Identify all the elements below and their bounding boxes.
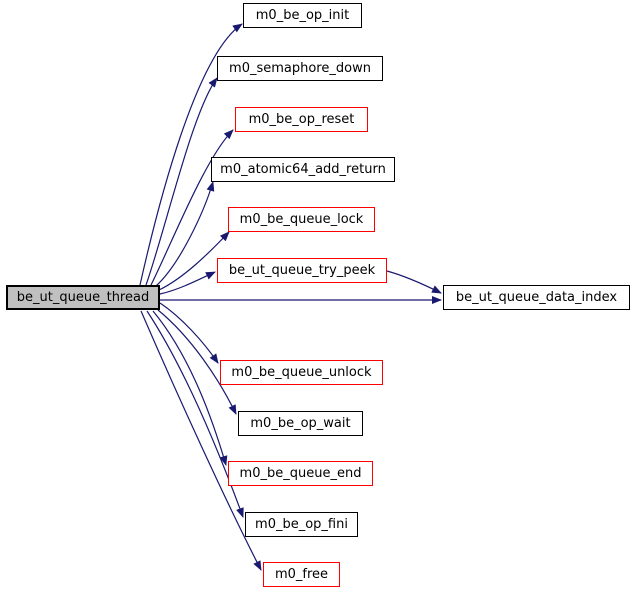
edge-be_ut_queue_thread-be_ut_queue_try_peek <box>159 271 216 295</box>
edge-be_ut_queue_thread-m0_be_queue_end <box>152 310 228 466</box>
node-m0_be_op_wait[interactable]: m0_be_op_wait <box>238 411 363 436</box>
node-m0_be_op_init[interactable]: m0_be_op_init <box>243 3 362 28</box>
node-m0_be_queue_unlock[interactable]: m0_be_queue_unlock <box>220 360 383 385</box>
edge-be_ut_queue_thread-m0_be_queue_lock <box>158 231 230 291</box>
node-be_ut_queue_data_index[interactable]: be_ut_queue_data_index <box>443 285 630 310</box>
edge-be_ut_queue_thread-m0_be_op_reset <box>150 129 234 286</box>
node-m0_semaphore_down[interactable]: m0_semaphore_down <box>217 56 383 81</box>
edge-be_ut_queue_thread-m0_be_op_init <box>139 23 243 286</box>
edge-be_ut_queue_thread-m0_be_op_fini <box>146 310 244 518</box>
node-m0_free[interactable]: m0_free <box>263 562 340 587</box>
node-be_ut_queue_thread: be_ut_queue_thread <box>6 285 160 310</box>
edge-be_ut_queue_thread-m0_be_op_wait <box>157 309 237 415</box>
edge-be_ut_queue_thread-m0_semaphore_down <box>145 77 218 286</box>
node-m0_be_queue_end[interactable]: m0_be_queue_end <box>228 461 373 486</box>
edge-be_ut_queue_thread-m0_free <box>140 310 262 571</box>
edge-be_ut_queue_thread-m0_be_queue_unlock <box>159 302 219 364</box>
node-m0_be_op_fini[interactable]: m0_be_op_fini <box>245 512 358 537</box>
node-m0_be_op_reset[interactable]: m0_be_op_reset <box>235 107 368 132</box>
edge-be_ut_queue_try_peek-be_ut_queue_data_index <box>386 270 442 294</box>
edge-be_ut_queue_thread-m0_atomic64_add_return <box>155 181 215 287</box>
node-m0_be_queue_lock[interactable]: m0_be_queue_lock <box>228 207 375 232</box>
node-be_ut_queue_try_peek[interactable]: be_ut_queue_try_peek <box>217 258 387 283</box>
node-m0_atomic64_add_return[interactable]: m0_atomic64_add_return <box>211 157 395 182</box>
